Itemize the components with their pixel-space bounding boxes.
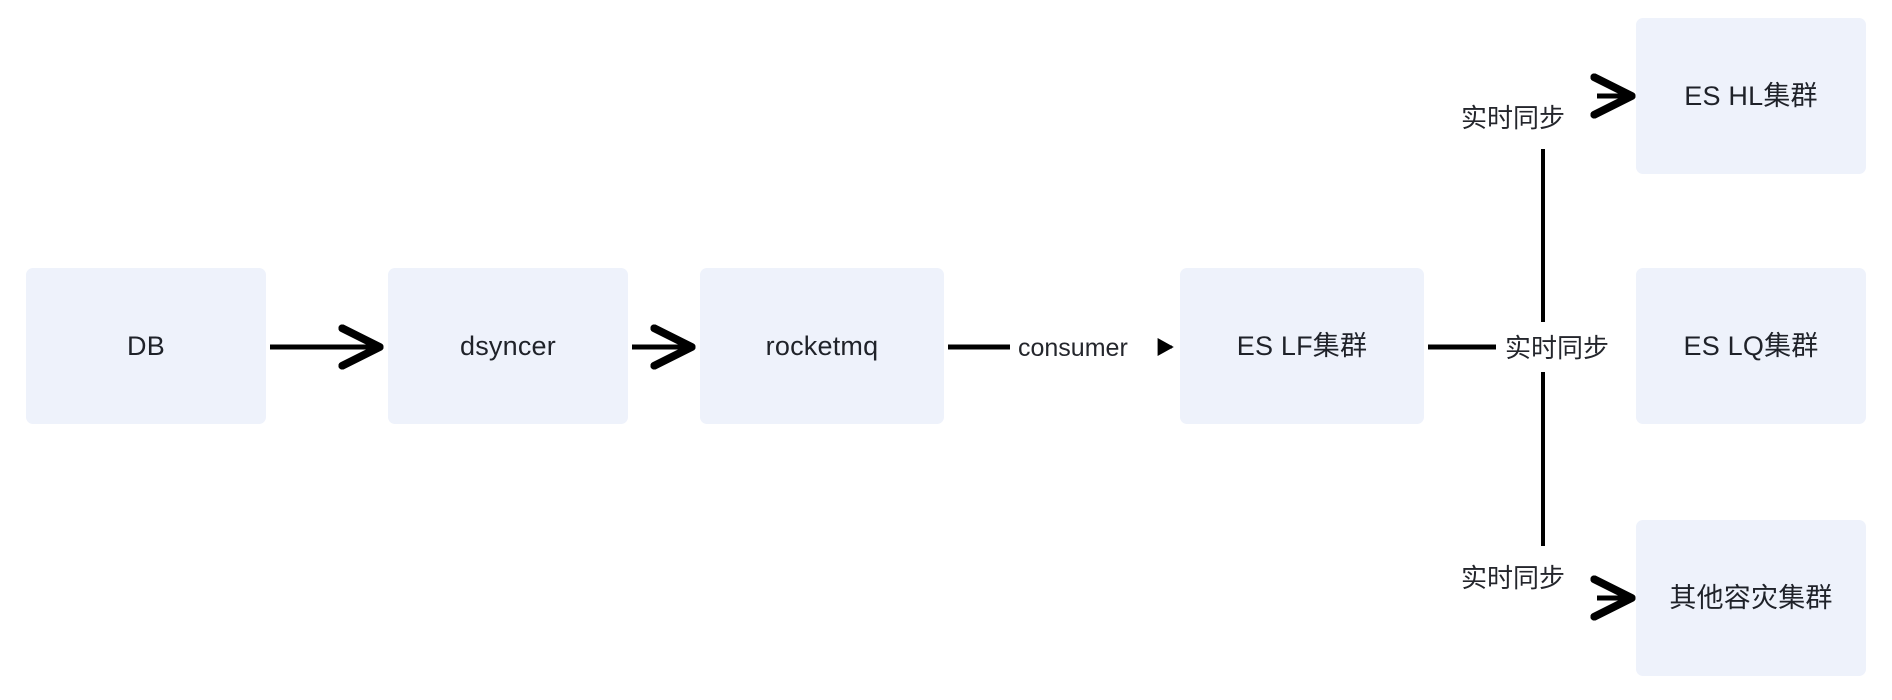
node-rocketmq[interactable]: rocketmq (700, 268, 944, 424)
node-dsyncer[interactable]: dsyncer (388, 268, 628, 424)
edge-label-sync-middle: 实时同步 (1505, 333, 1610, 363)
node-es-lq-cluster[interactable]: ES LQ集群 (1636, 268, 1866, 424)
node-other-dr-cluster[interactable]: 其他容灾集群 (1636, 520, 1866, 676)
node-dsyncer-label: dsyncer (460, 330, 556, 361)
node-es-hl-cluster-label: ES HL集群 (1684, 80, 1818, 111)
node-rocketmq-label: rocketmq (765, 330, 879, 361)
node-es-lf-cluster[interactable]: ES LF集群 (1180, 268, 1424, 424)
node-db[interactable]: DB (26, 268, 266, 424)
edge-label-consumer: consumer (1018, 334, 1128, 362)
node-db-label: DB (127, 330, 165, 361)
edge-label-sync-bottom: 实时同步 (1461, 563, 1566, 593)
node-other-dr-cluster-label: 其他容灾集群 (1669, 582, 1833, 613)
node-es-lf-cluster-label: ES LF集群 (1236, 330, 1368, 361)
edge-label-sync-top: 实时同步 (1461, 103, 1566, 133)
node-es-lq-cluster-label: ES LQ集群 (1683, 330, 1819, 361)
node-es-hl-cluster[interactable]: ES HL集群 (1636, 18, 1866, 174)
